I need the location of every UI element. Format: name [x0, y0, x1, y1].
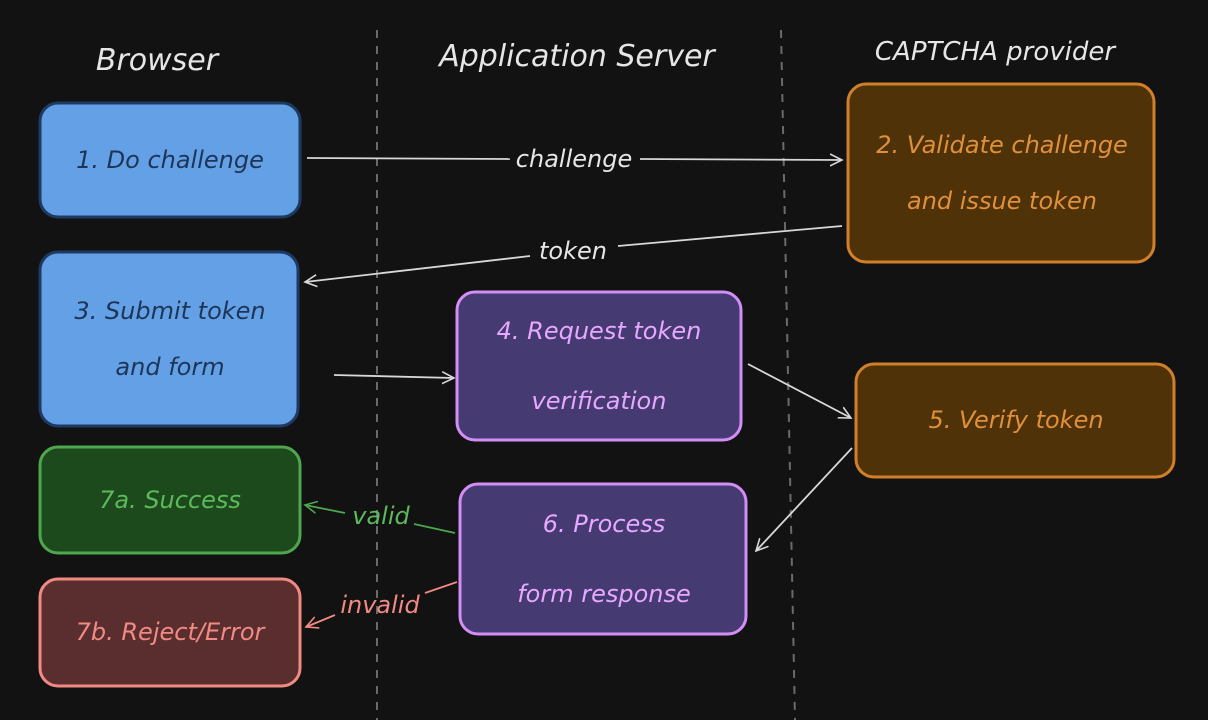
node-verify-label: 5. Verify token: [928, 406, 1103, 434]
node-submit-token: 3. Submit token and form: [38, 250, 300, 428]
node-request-label-2: verification: [532, 387, 667, 415]
node-success: 7a. Success: [38, 445, 302, 555]
node-submit-label-2: and form: [115, 353, 224, 381]
edge-token-line-b: [305, 255, 531, 282]
edge-challenge-line-a: [306, 157, 511, 160]
node-validate-label-2: and issue token: [907, 187, 1097, 215]
node-process-response: 6. Process form response: [458, 482, 748, 636]
node-validate-label-1: 2. Validate challenge: [876, 131, 1128, 159]
edge-label-valid: valid: [352, 502, 410, 530]
lane-title-provider: CAPTCHA provider: [875, 37, 1117, 67]
edge-invalid-line-a: [424, 581, 458, 594]
node-success-label: 7a. Success: [99, 486, 241, 514]
node-process-label-2: form response: [517, 580, 691, 608]
edge-valid-line-b: [305, 505, 346, 514]
node-submit-label-1: 3. Submit token: [74, 297, 265, 325]
node-request-verification: 4. Request token verification: [455, 290, 743, 442]
edge-valid-line-a: [413, 523, 456, 534]
node-do-challenge-label: 1. Do challenge: [76, 146, 264, 174]
node-reject-label: 7b. Reject/Error: [76, 618, 267, 646]
lane-divider-right: [780, 29, 796, 720]
edge-label-challenge: challenge: [516, 145, 632, 173]
edge-label-token: token: [539, 237, 607, 265]
node-validate-challenge: 2. Validate challenge and issue token: [846, 82, 1156, 264]
edge-request-to-verify: [747, 363, 851, 418]
node-process-label-1: 6. Process: [543, 510, 666, 538]
lane-title-browser: Browser: [96, 43, 220, 78]
edge-invalid-line-b: [306, 614, 336, 627]
node-verify-token: 5. Verify token: [854, 362, 1176, 479]
edge-verify-to-process: [756, 447, 853, 551]
edge-submit-to-request: [333, 375, 454, 378]
lane-title-server: Application Server: [437, 39, 716, 74]
edge-token-line-a: [617, 225, 843, 247]
edge-label-invalid: invalid: [340, 591, 420, 619]
edge-challenge-line-b: [639, 159, 842, 160]
node-reject: 7b. Reject/Error: [38, 577, 302, 688]
node-request-label-1: 4. Request token: [497, 317, 702, 345]
node-do-challenge: 1. Do challenge: [38, 101, 302, 219]
